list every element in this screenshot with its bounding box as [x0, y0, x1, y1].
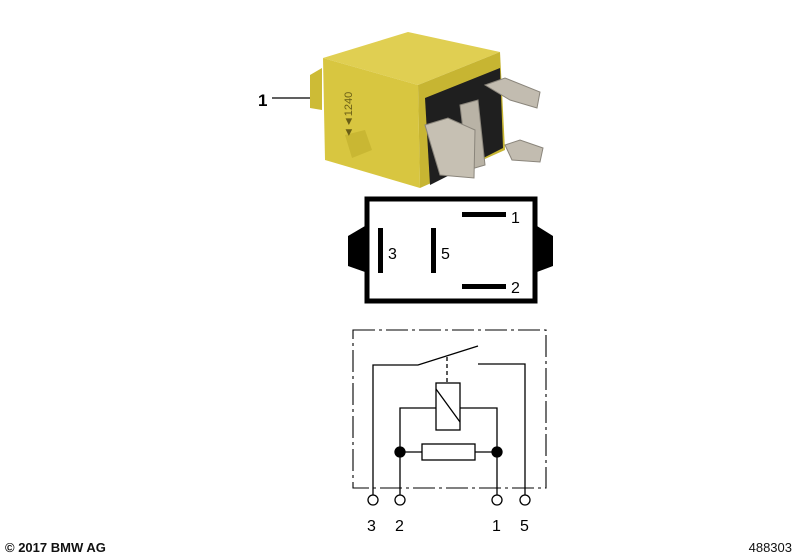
pinout-label-5: 5 — [441, 246, 450, 263]
schematic-label-1: 1 — [492, 518, 501, 535]
circuit-schematic — [352, 329, 547, 506]
callout-number[interactable]: 1 — [258, 91, 267, 110]
coil-wire-left — [399, 407, 436, 495]
pin-3-bar — [378, 228, 383, 273]
pinout-diagram: 3 5 1 2 — [348, 196, 553, 304]
fixed-contact — [478, 363, 526, 495]
pin-5-bar — [431, 228, 436, 273]
pinout-label-3: 3 — [388, 246, 397, 263]
terminal-5 — [519, 494, 531, 506]
coil-diagonal — [435, 388, 461, 423]
pinout-label-2: 2 — [511, 280, 520, 297]
copyright-text: © 2017 BMW AG — [5, 540, 106, 555]
switch-contact — [372, 345, 479, 495]
pin-2-bar — [462, 284, 506, 289]
schematic-label-5: 5 — [520, 518, 529, 535]
pinout-label-1: 1 — [511, 210, 520, 227]
terminal-3 — [367, 494, 379, 506]
right-tab — [537, 226, 553, 272]
coil-wire-right — [460, 407, 498, 495]
coil — [435, 382, 461, 431]
housing-outline — [352, 329, 547, 489]
diagram-id: 488303 — [748, 540, 792, 555]
relay-image[interactable]: ◄◄1240 — [310, 32, 544, 188]
junction-dot-right — [491, 446, 503, 458]
relay-marking: ◄◄1240 — [343, 92, 355, 138]
resistor — [421, 443, 476, 461]
terminal-1 — [491, 494, 503, 506]
schematic-label-2: 2 — [395, 518, 404, 535]
pin-1-bar — [462, 212, 506, 217]
terminal-2 — [394, 494, 406, 506]
junction-dot-left — [394, 446, 406, 458]
schematic-label-3: 3 — [367, 518, 376, 535]
pinout-frame — [364, 196, 538, 304]
left-tab — [348, 226, 365, 272]
